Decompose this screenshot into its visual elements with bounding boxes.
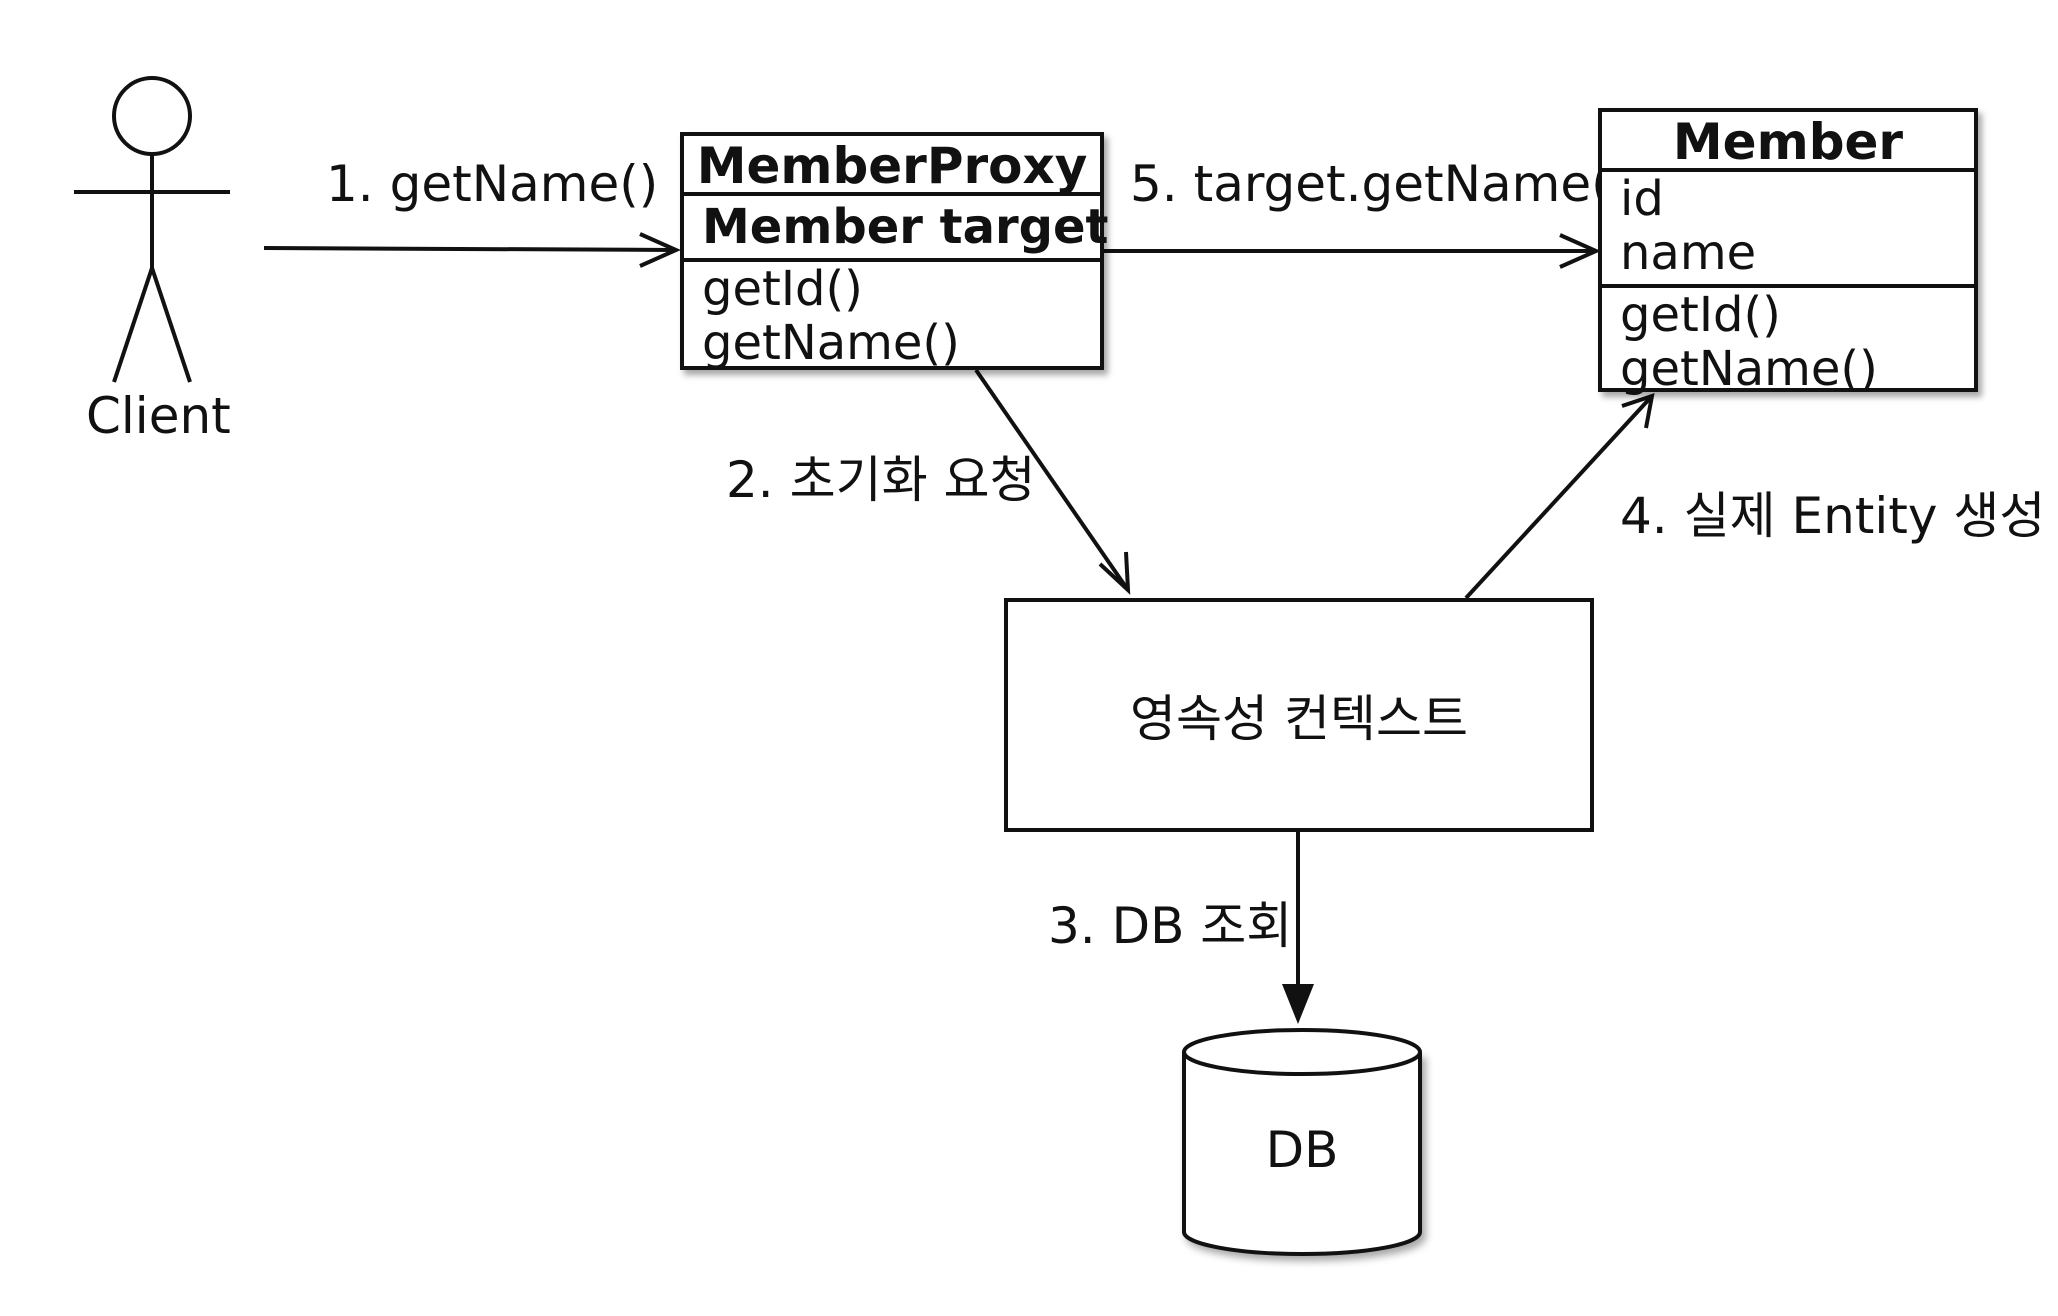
arrow-init-request <box>974 368 1131 595</box>
member-method: getName() <box>1620 341 1878 397</box>
step-3-label: 3. DB 조회 <box>1048 897 1293 955</box>
actor-right-leg <box>150 267 192 383</box>
member-methods-section: getId() getName() <box>1602 288 1974 396</box>
client-label: Client <box>86 387 231 445</box>
member-proxy-field-section: Member target <box>684 196 1109 262</box>
member-title: Member <box>1602 112 1974 172</box>
arrow-db-query <box>1282 832 1314 1024</box>
member-class: Member id name getId() getName() <box>1598 108 1978 396</box>
member-fields-section: id name <box>1602 172 1974 288</box>
step-1-label: 1. getName() <box>326 155 659 213</box>
member-proxy-title: MemberProxy <box>684 136 1100 196</box>
member-proxy-methods-section: getId() getName() <box>684 262 1100 370</box>
persistence-context-label: 영속성 컨텍스트 <box>1130 690 1468 748</box>
arrow-target-getname <box>1104 233 1601 269</box>
member-field: name <box>1620 225 1757 281</box>
member-proxy-method: getName() <box>702 315 960 371</box>
member-proxy-field: Member target <box>702 199 1109 255</box>
step-4-label: 4. 실제 Entity 생성 <box>1620 487 2046 545</box>
step-2-label: 2. 초기화 요청 <box>726 451 1036 509</box>
actor-left-leg <box>112 267 154 383</box>
member-proxy-class: MemberProxy Member target getId() getNam… <box>680 132 1109 370</box>
actor-head <box>112 76 192 156</box>
member-proxy-method: getId() <box>702 261 863 317</box>
arrow-getname <box>263 232 681 268</box>
client-actor-figure <box>74 76 230 383</box>
db-cylinder <box>1182 1028 1422 1256</box>
db-label: DB <box>1265 1121 1339 1179</box>
member-field: id <box>1620 171 1664 227</box>
persistence-context-box: 영속성 컨텍스트 <box>1004 598 1594 832</box>
arrow-create-entity <box>1464 393 1655 600</box>
member-method: getId() <box>1620 287 1781 343</box>
step-5-label: 5. target.getName() <box>1130 155 1631 213</box>
